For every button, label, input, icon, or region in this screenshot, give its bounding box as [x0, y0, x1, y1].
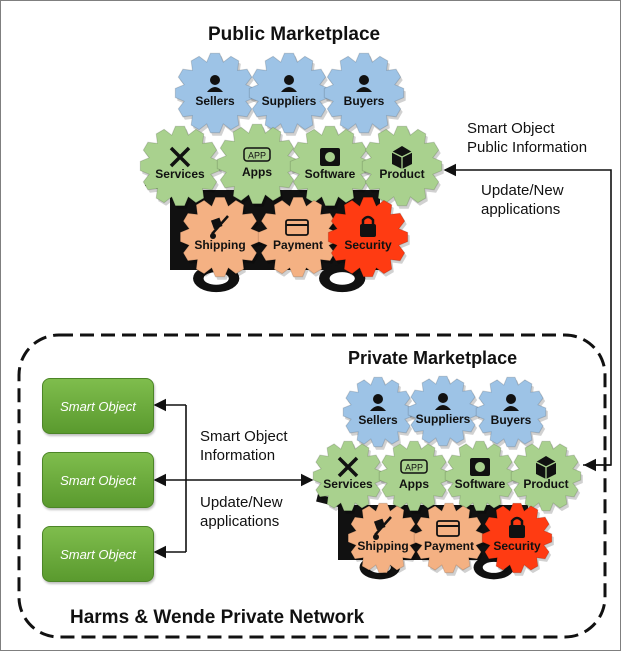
gear-sellers: Sellers	[342, 376, 415, 450]
gear-label: Sellers	[358, 413, 398, 427]
person-icon	[503, 394, 519, 411]
gear-label: Security	[493, 539, 541, 553]
smart-object-3[interactable]: Smart Object	[42, 526, 154, 582]
box-icon	[391, 146, 413, 169]
gear-product: Product	[361, 125, 444, 209]
person-icon	[356, 75, 372, 92]
card-icon	[436, 520, 460, 537]
gear-label: Apps	[399, 477, 429, 491]
gear-suppliers: Suppliers	[248, 52, 331, 136]
software-icon	[320, 148, 340, 166]
gear-shipping: Shipping	[347, 502, 420, 576]
gear-label: Software	[455, 477, 506, 491]
public-marketplace-title: Public Marketplace	[208, 24, 381, 45]
lock-icon	[360, 215, 376, 237]
network-label: Harms & Wende Private Network	[70, 607, 365, 628]
software-icon	[470, 458, 490, 476]
gear-label: Software	[305, 167, 356, 181]
gear-shipping: Shipping	[179, 196, 262, 280]
person-icon	[435, 393, 451, 410]
tools-icon	[337, 456, 359, 478]
gear-label: Services	[155, 167, 205, 181]
gear-label: Product	[523, 477, 568, 491]
gear-services: Services	[312, 440, 385, 514]
gear-suppliers: Suppliers	[407, 375, 480, 449]
gear-label: Payment	[424, 539, 474, 553]
gear-label: Shipping	[194, 238, 245, 252]
gear-services: Services	[139, 125, 222, 209]
private-marketplace-title: Private Marketplace	[348, 348, 518, 368]
smart-object-2[interactable]: Smart Object	[42, 452, 154, 508]
app-badge-text: APP	[248, 151, 266, 161]
card-icon	[285, 219, 309, 236]
gear-apps: APP Apps	[378, 440, 451, 514]
lock-icon	[509, 516, 525, 538]
gear-buyers: Buyers	[475, 376, 548, 450]
person-icon	[281, 75, 297, 92]
box-icon	[535, 456, 557, 479]
gear-label: Buyers	[344, 94, 385, 108]
gear-label: Services	[323, 477, 373, 491]
hand-truck-icon	[373, 516, 392, 540]
gear-software: Software	[444, 440, 517, 514]
app-icon: APP	[243, 147, 271, 162]
gear-label: Sellers	[195, 94, 235, 108]
app-badge-text: APP	[405, 463, 423, 473]
gear-security: Security	[327, 196, 410, 280]
gear-label: Security	[344, 238, 392, 252]
gear-product: Product	[510, 440, 583, 514]
person-icon	[207, 75, 223, 92]
gear-buyers: Buyers	[323, 52, 406, 136]
gear-software: Software	[289, 125, 372, 209]
gear-payment: Payment	[413, 502, 486, 576]
gear-label: Apps	[242, 165, 272, 179]
smart-object-1[interactable]: Smart Object	[42, 378, 154, 434]
gear-label: Buyers	[491, 413, 532, 427]
tools-icon	[169, 146, 191, 168]
app-icon: APP	[400, 459, 428, 474]
gear-apps: APP Apps	[216, 123, 299, 207]
person-icon	[370, 394, 386, 411]
hand-truck-icon	[210, 215, 229, 239]
gear-payment: Payment	[257, 196, 340, 280]
gear-label: Suppliers	[262, 94, 317, 108]
gear-security: Security	[481, 502, 554, 576]
gear-label: Suppliers	[416, 412, 471, 426]
gear-label: Shipping	[357, 539, 408, 553]
gear-label: Product	[379, 167, 424, 181]
gear-sellers: Sellers	[174, 52, 257, 136]
gear-label: Payment	[273, 238, 323, 252]
